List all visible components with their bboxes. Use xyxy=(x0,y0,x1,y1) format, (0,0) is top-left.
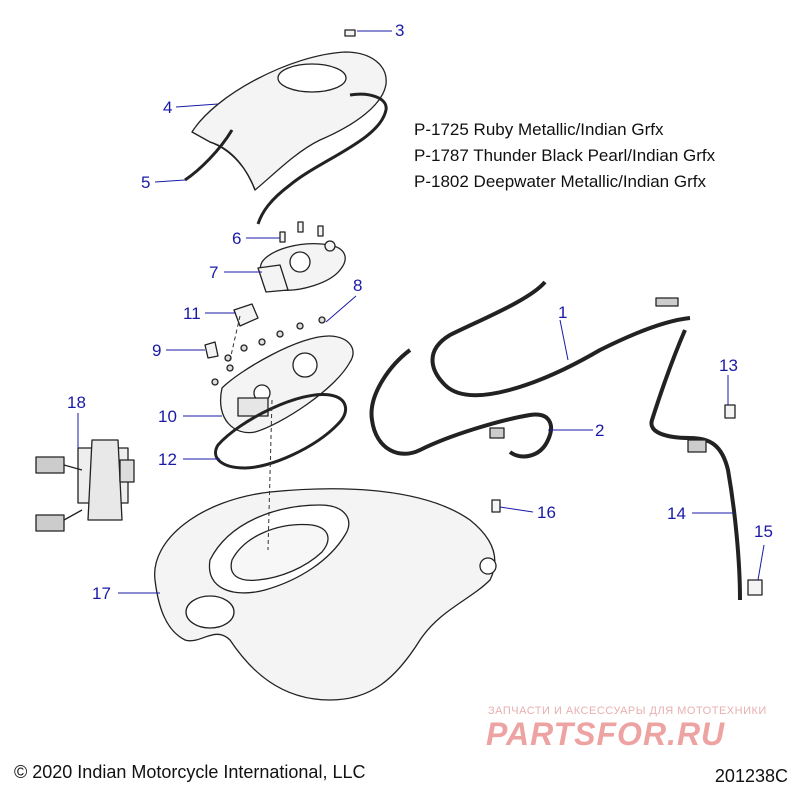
callout-9: 9 xyxy=(152,341,162,360)
callout-14: 14 xyxy=(667,504,686,523)
hose-tag-1 xyxy=(655,297,679,307)
callout-8: 8 xyxy=(353,276,363,295)
callout-11: 11 xyxy=(183,304,201,323)
callout-17: 17 xyxy=(92,584,111,603)
clip-9 xyxy=(204,341,219,359)
clip-16 xyxy=(491,499,501,513)
connector-11 xyxy=(233,303,259,327)
leader-lines xyxy=(77,30,765,594)
clamp-15 xyxy=(747,579,763,596)
callout-6: 6 xyxy=(232,229,242,248)
callout-1: 1 xyxy=(558,303,568,322)
flange-nuts xyxy=(211,316,326,386)
callout-18: 18 xyxy=(67,393,86,412)
fuel-pump-flange xyxy=(219,335,354,434)
paint-code-1802: P-1802 Deepwater Metallic/Indian Grfx xyxy=(414,172,706,191)
callout-5: 5 xyxy=(141,173,151,192)
callout-12: 12 xyxy=(158,450,177,469)
tank-console-cover xyxy=(191,51,387,191)
vent-line xyxy=(369,348,553,459)
callout-10: 10 xyxy=(158,407,177,426)
hose-tag-2 xyxy=(489,427,505,439)
screw-3 xyxy=(344,29,356,37)
paint-code-1787: P-1787 Thunder Black Pearl/Indian Grfx xyxy=(414,146,716,165)
watermark-brand: PARTSFOR.RU xyxy=(486,716,726,752)
callout-3: 3 xyxy=(395,21,405,40)
clamp-13 xyxy=(724,404,736,419)
fuel-pump-assembly xyxy=(35,439,135,532)
cover-screws-6 xyxy=(279,221,324,243)
assembly-guides xyxy=(229,315,273,551)
fuel-pump-cover xyxy=(257,240,346,293)
diagram-code: 201238C xyxy=(714,766,788,786)
copyright-text: © 2020 Indian Motorcycle International, … xyxy=(14,762,366,782)
watermark-tagline: ЗАПЧАСТИ И АКСЕССУАРЫ ДЛЯ МОТОТЕХНИКИ xyxy=(488,705,767,717)
console-gasket xyxy=(184,92,388,225)
callout-15: 15 xyxy=(754,522,773,541)
fuel-tank xyxy=(154,488,497,701)
hose-tag-14 xyxy=(687,439,707,453)
drain-hose xyxy=(649,329,742,601)
paint-code-1725: P-1725 Ruby Metallic/Indian Grfx xyxy=(414,120,664,139)
flange-gasket xyxy=(214,392,347,470)
callout-4: 4 xyxy=(163,98,173,117)
callout-7: 7 xyxy=(209,263,219,282)
vent-hose xyxy=(430,280,691,398)
callout-13: 13 xyxy=(719,356,738,375)
callout-2: 2 xyxy=(595,421,605,440)
callout-16: 16 xyxy=(537,503,556,522)
